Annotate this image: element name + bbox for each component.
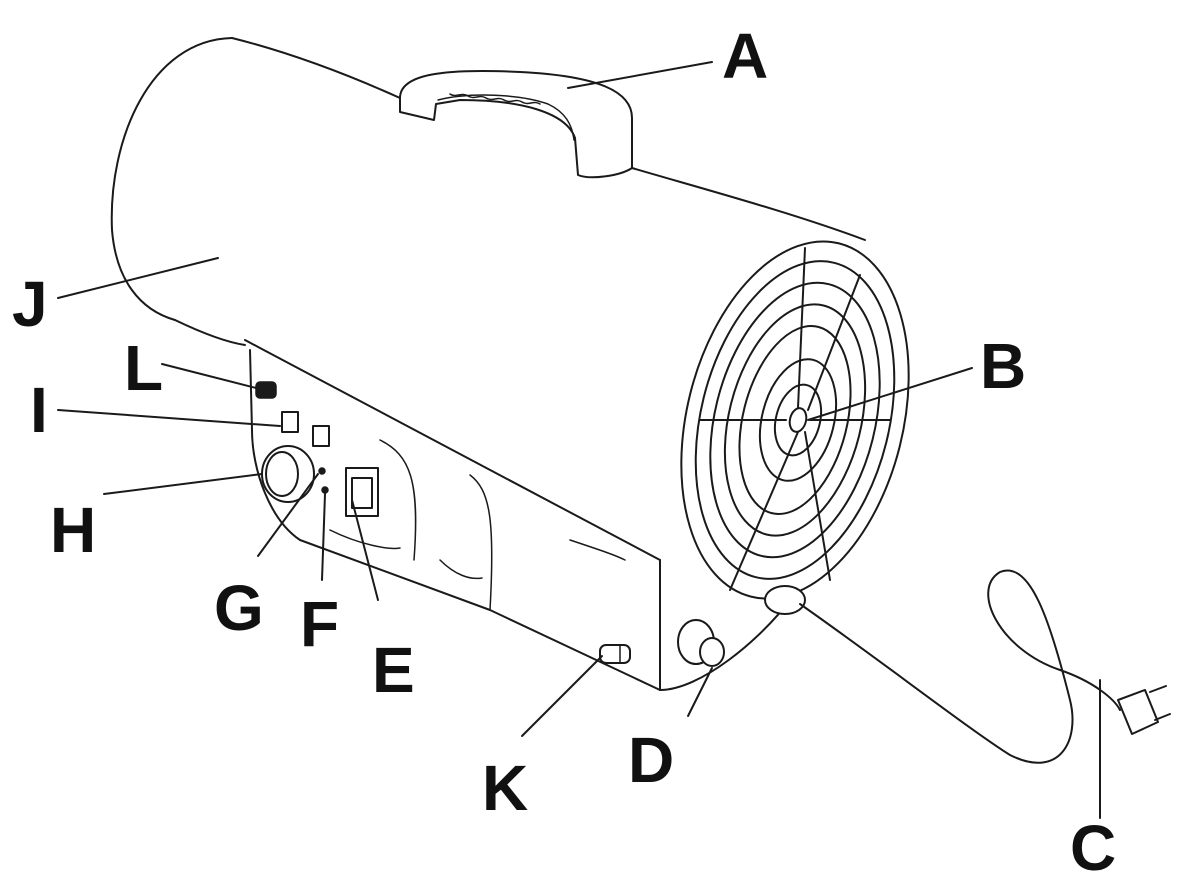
plug-icon bbox=[1117, 689, 1159, 735]
label-a: A bbox=[722, 20, 768, 92]
label-i: I bbox=[30, 374, 48, 446]
label-j: J bbox=[12, 268, 48, 340]
leader-lines bbox=[57, 61, 1101, 819]
indicator-i-left-icon bbox=[281, 411, 299, 433]
label-b: B bbox=[980, 330, 1026, 402]
label-c: C bbox=[1070, 812, 1116, 884]
switch-e-rocker-icon bbox=[351, 477, 373, 509]
carry-handle bbox=[399, 69, 633, 179]
label-e: E bbox=[372, 634, 415, 706]
callout-labels: A B C D E F G H I J K L bbox=[12, 20, 1116, 884]
label-h: H bbox=[50, 494, 96, 566]
control-l-icon bbox=[255, 381, 277, 399]
connector-d-nut-icon bbox=[699, 637, 725, 667]
front-guard bbox=[680, 240, 910, 600]
label-f: F bbox=[300, 588, 339, 660]
indicator-g-icon bbox=[318, 467, 326, 475]
label-k: K bbox=[482, 752, 528, 824]
cord-grommet-icon bbox=[764, 585, 806, 615]
heater-body bbox=[110, 37, 866, 346]
label-l: L bbox=[124, 332, 163, 404]
label-d: D bbox=[628, 724, 674, 796]
control-components bbox=[255, 381, 806, 667]
control-k-icon bbox=[599, 644, 631, 664]
indicator-f-icon bbox=[321, 486, 329, 494]
power-cord bbox=[799, 569, 1171, 764]
knob-h-face-icon bbox=[265, 451, 299, 497]
label-g: G bbox=[214, 572, 264, 644]
indicator-i-right-icon bbox=[312, 425, 330, 447]
